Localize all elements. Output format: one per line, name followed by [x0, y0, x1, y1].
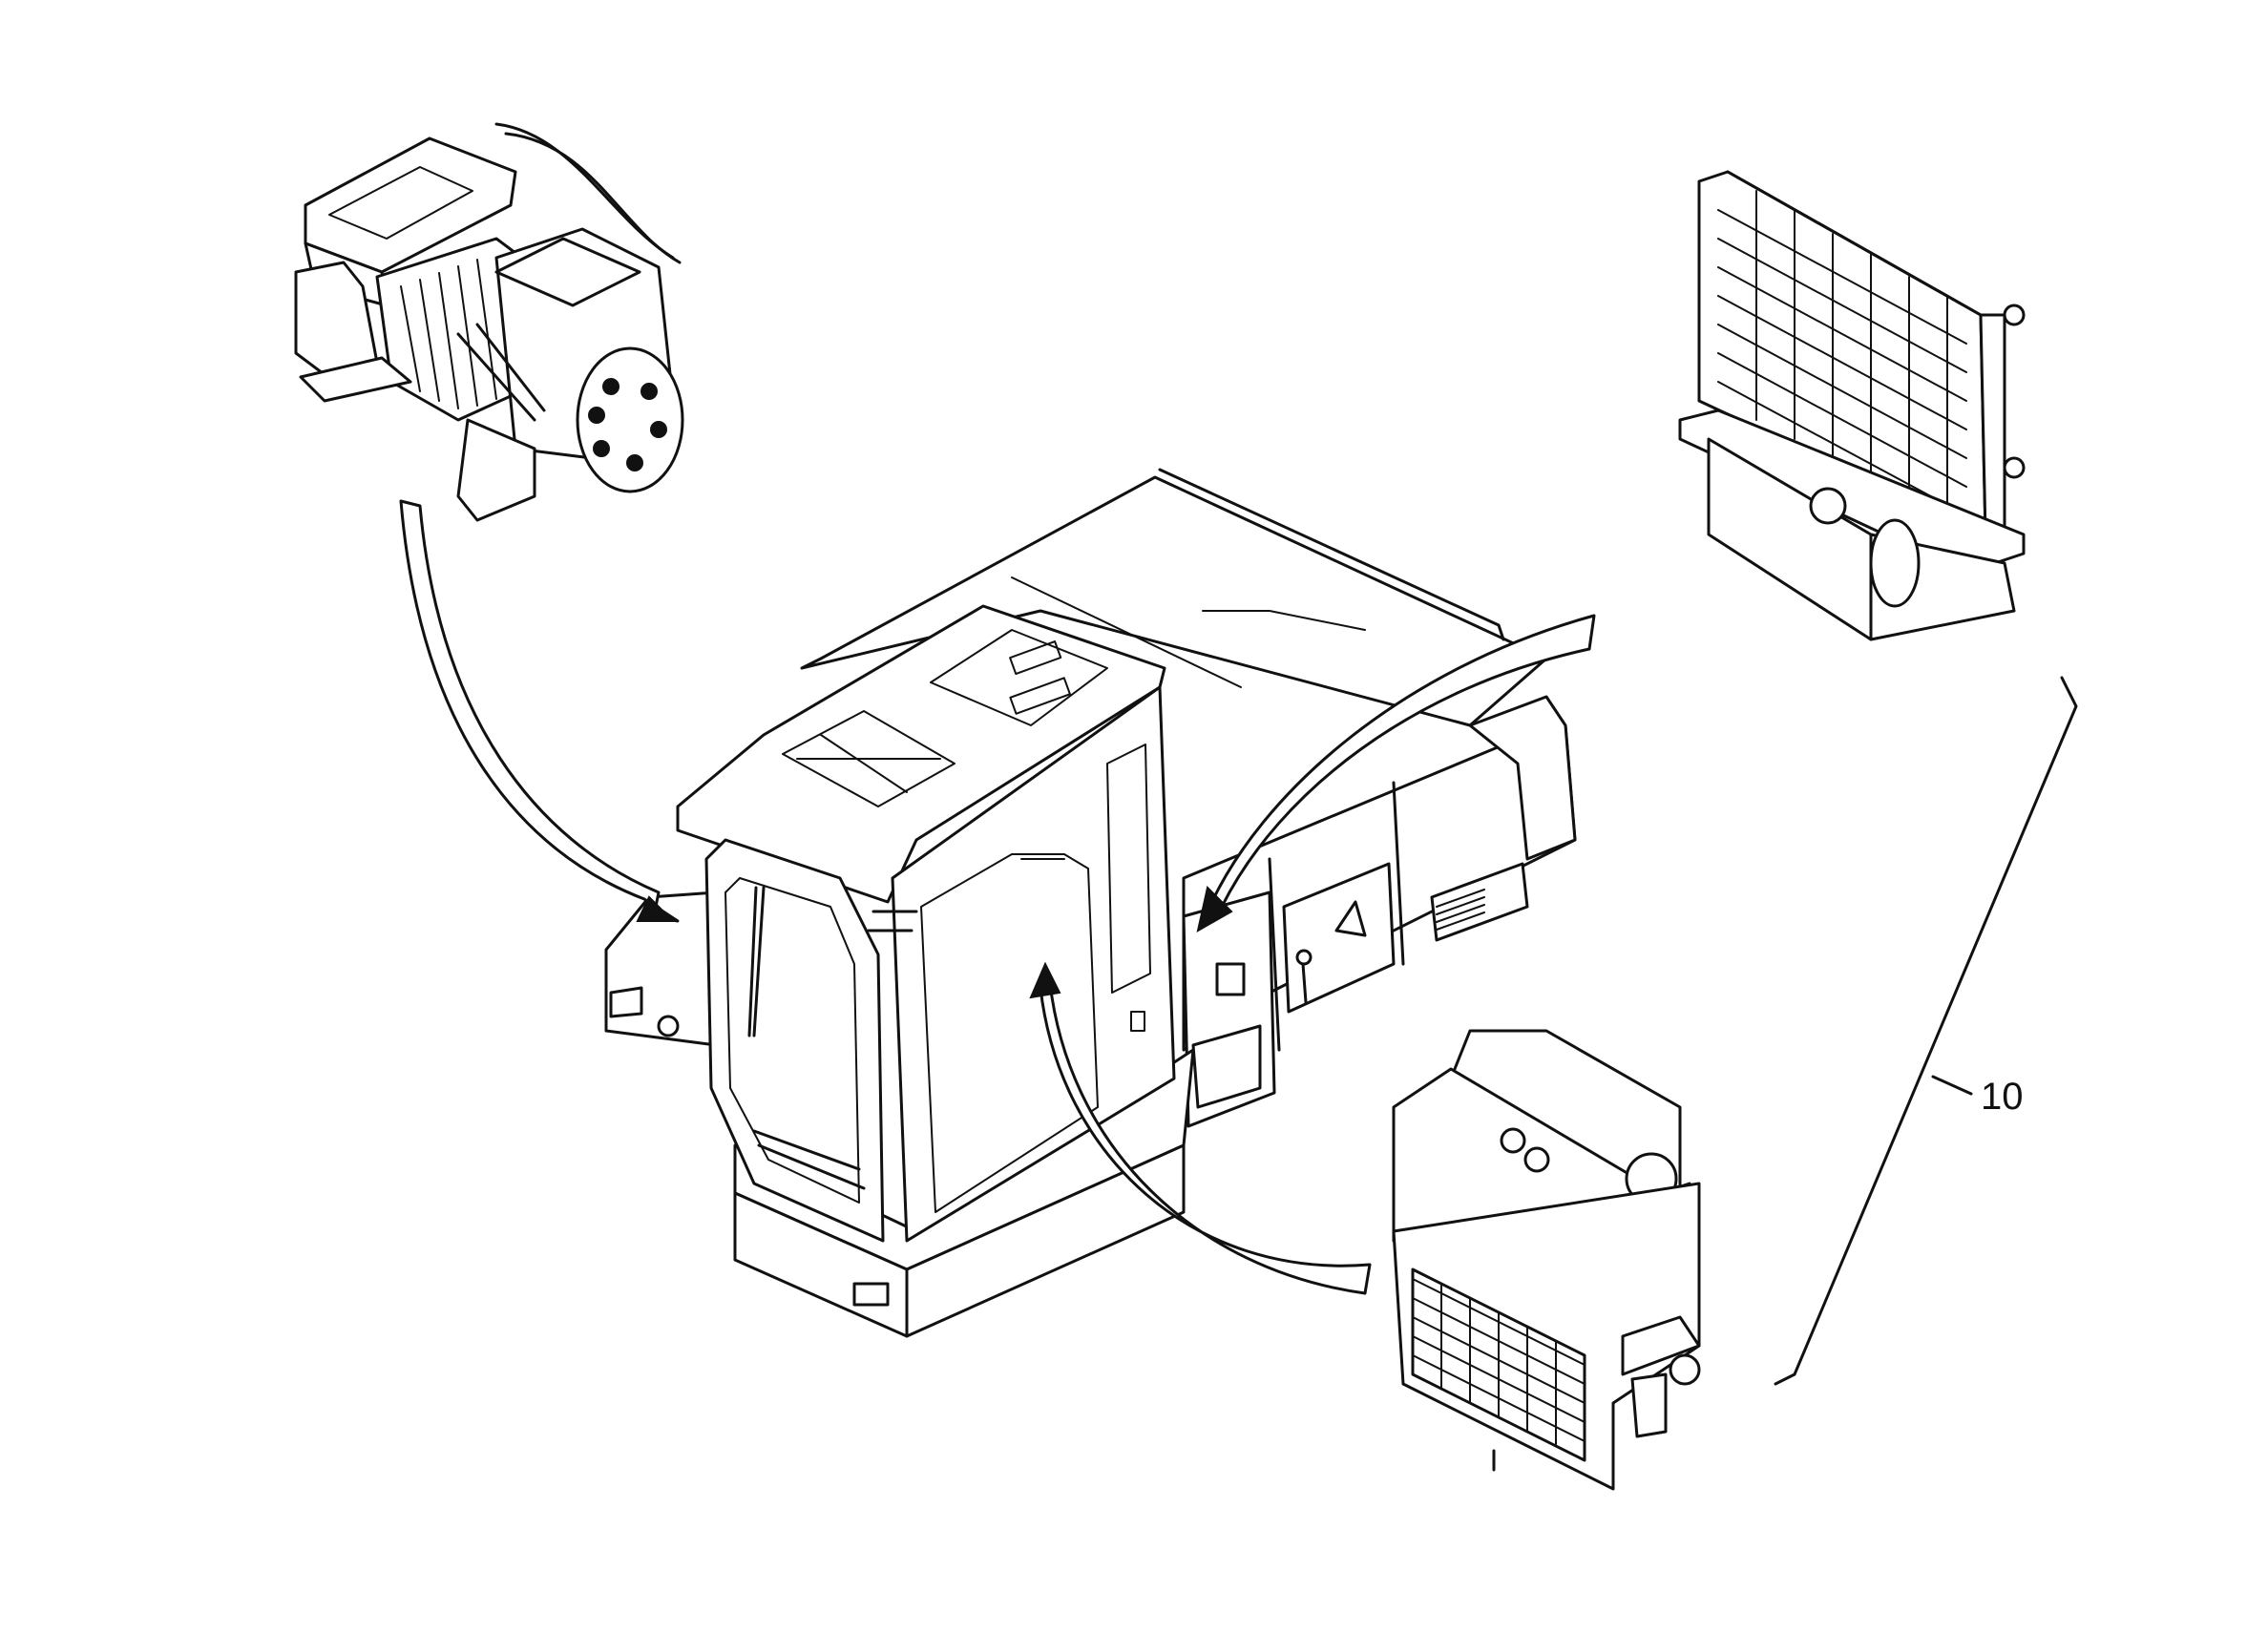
compressor [294, 122, 684, 522]
vent-grille [1436, 889, 1485, 931]
condenser-grille [1717, 190, 1967, 516]
callout-bracket [1774, 676, 2078, 1386]
flow-arrows [399, 499, 1596, 1295]
operator-cab [676, 604, 1176, 1243]
machine-body [604, 468, 1577, 1338]
condenser-unit [1678, 170, 2026, 641]
compressor-fins [400, 259, 497, 409]
callout-label-10: 10 [1981, 1076, 2024, 1118]
evaporator-unit [1392, 1029, 1701, 1491]
evaporator-grille [1412, 1278, 1586, 1447]
